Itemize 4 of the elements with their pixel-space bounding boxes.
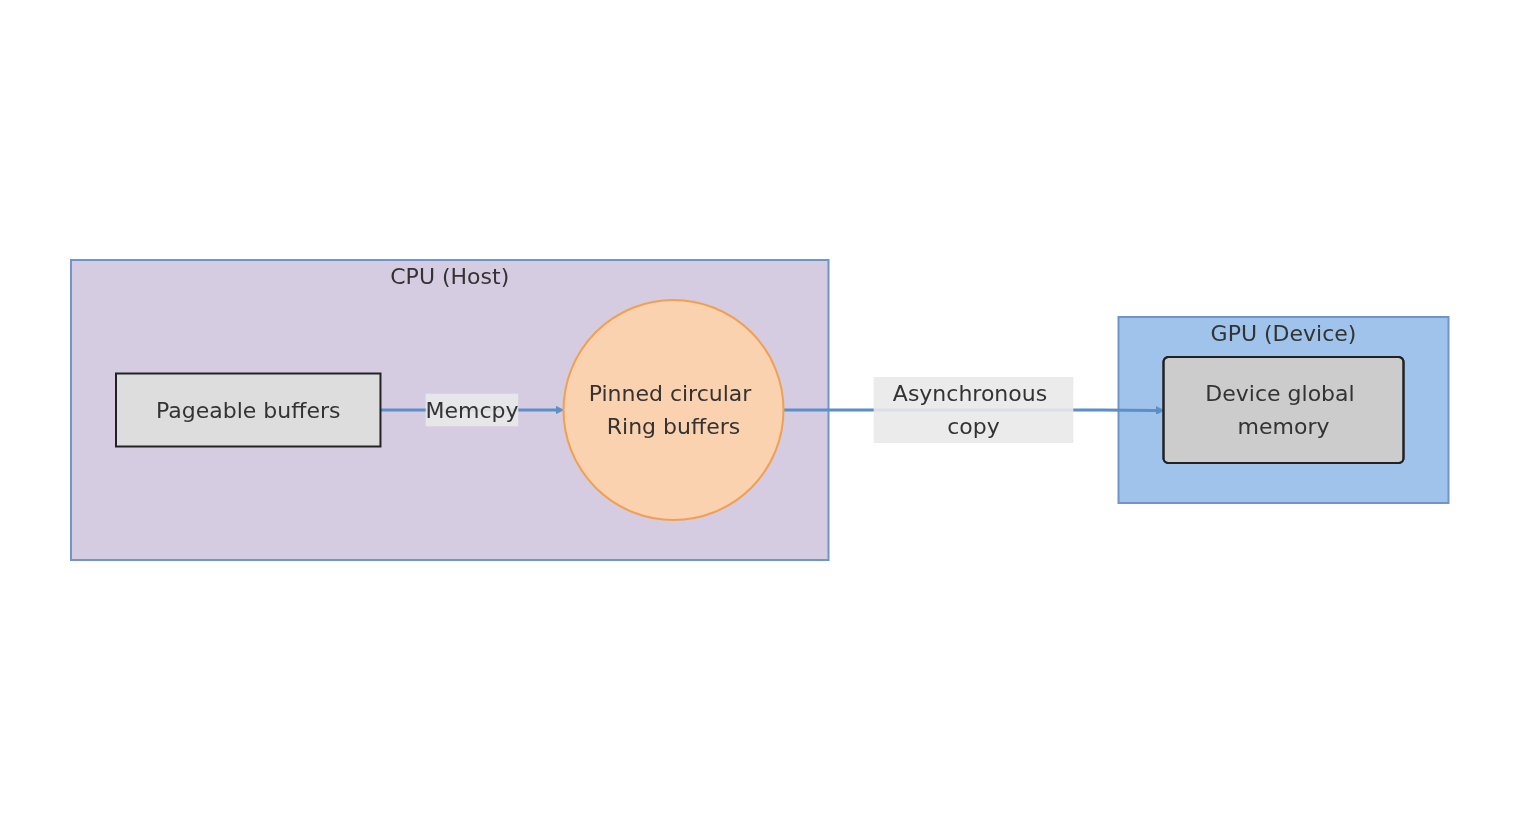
node-circle: Pinned circular Ring buffers — [562, 298, 785, 521]
node-box: Pageable buffers — [115, 372, 382, 447]
edge-label: Memcpy — [425, 397, 519, 422]
edge-label: Asynchronous copy — [893, 380, 1048, 439]
